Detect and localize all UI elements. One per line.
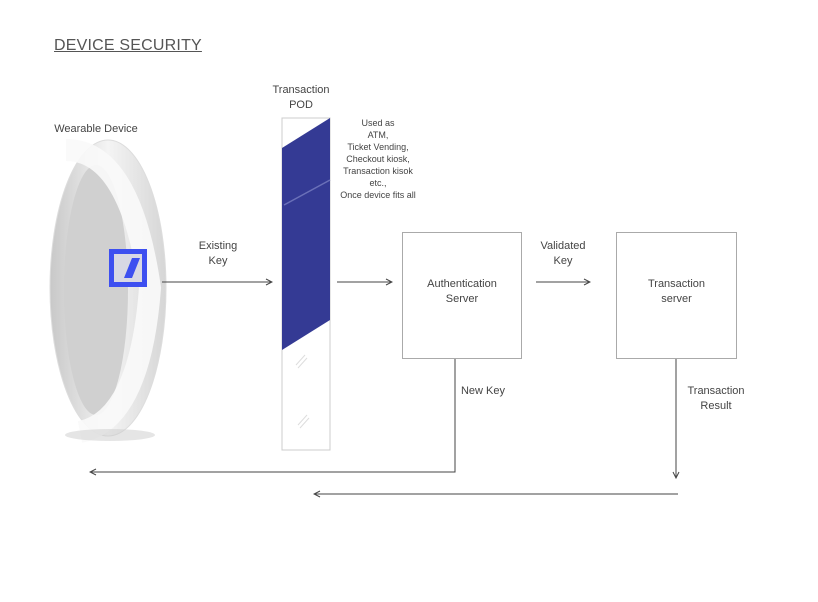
page-title: DEVICE SECURITY [54, 37, 202, 54]
pod-note: ATM, [367, 130, 389, 140]
wearable-device-label: Wearable Device [54, 123, 138, 135]
new-key-label: New Key [460, 385, 506, 397]
label-line: Existing [198, 240, 238, 252]
auth-server-label: Server [445, 293, 479, 305]
authentication-server-box: Authentication Server [402, 232, 522, 359]
pod-label-line1: Transaction [272, 84, 330, 96]
transaction-result-label: Transaction Result [676, 384, 756, 414]
pod-note: Used as [361, 118, 395, 128]
label-line: Transaction [687, 385, 745, 397]
pod-note: etc., [369, 178, 387, 188]
pod-note: Once device fits all [340, 190, 416, 200]
transaction-server-box: Transaction server [616, 232, 737, 359]
pod-notes: Used as ATM, Ticket Vending, Checkout ki… [328, 117, 428, 201]
label-line: Result [700, 400, 732, 412]
auth-server-label: Authentication [427, 278, 497, 290]
pod-note: Ticket Vending, [347, 142, 409, 152]
pod-label: Transaction POD [251, 83, 351, 113]
arrow-new-key [90, 358, 456, 472]
label-line: Key [553, 255, 573, 267]
wearable-device-image [49, 139, 167, 443]
transaction-pod-image [281, 117, 331, 451]
validated-key-label: Validated Key [523, 239, 603, 269]
pod-note: Checkout kiosk, [346, 154, 410, 164]
pod-label-line2: POD [289, 99, 313, 111]
transaction-server-label: server [661, 293, 692, 305]
label-line: Key [208, 255, 228, 267]
transaction-server-label: Transaction [647, 278, 706, 290]
label-line: Validated [540, 240, 586, 252]
pod-note: Transaction kisok [343, 166, 413, 176]
existing-key-label: Existing Key [178, 239, 258, 269]
